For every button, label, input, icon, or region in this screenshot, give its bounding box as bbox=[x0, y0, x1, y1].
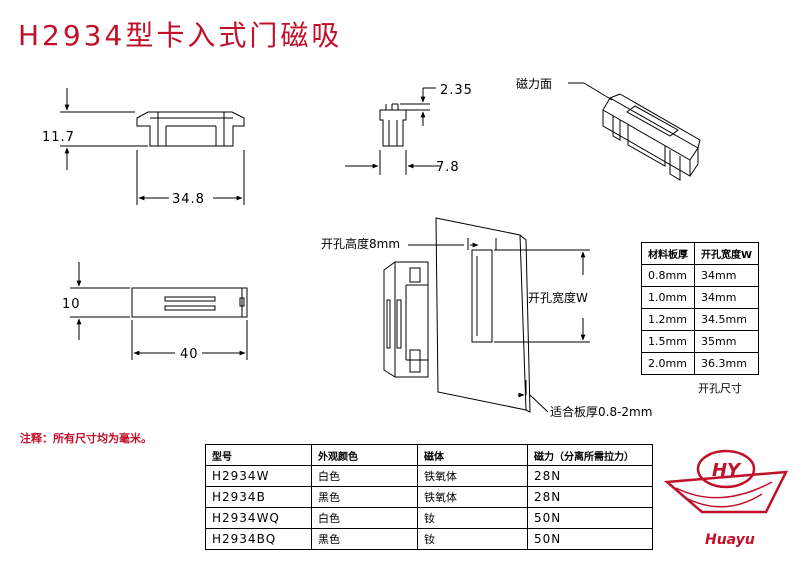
spec-table-header: 磁体 bbox=[417, 444, 528, 466]
table-cell: 黑色 bbox=[311, 486, 418, 508]
logo-emblem bbox=[663, 449, 789, 514]
table-cell: 白色 bbox=[311, 465, 418, 487]
table-cell: 28N bbox=[527, 486, 653, 508]
table-cell: 35mm bbox=[693, 330, 760, 353]
hole-size-table: 材料板厚 开孔宽度W 0.8mm 34mm 1.0mm 34mm 1.2mm 3… bbox=[641, 242, 760, 375]
table-cell: 1.2mm bbox=[641, 308, 695, 331]
table-row: 1.2mm 34.5mm bbox=[641, 308, 760, 331]
dim-front-height: 10 bbox=[62, 297, 81, 312]
table-cell: 2.0mm bbox=[641, 352, 695, 375]
side-view-drawing bbox=[345, 87, 440, 175]
table-row: 1.5mm 35mm bbox=[641, 330, 760, 353]
spec-table-header: 外观颜色 bbox=[311, 444, 418, 466]
hole-table-caption: 开孔尺寸 bbox=[698, 382, 742, 395]
table-cell: H2934BQ bbox=[205, 528, 312, 550]
spec-table: 型号 外观颜色 磁体 磁力（分离所需拉力） H2934W 白色 铁氧体 28N … bbox=[205, 444, 653, 550]
spec-table-header: 磁力（分离所需拉力） bbox=[527, 444, 653, 466]
table-cell: 0.8mm bbox=[641, 264, 695, 287]
table-row: H2934W 白色 铁氧体 28N bbox=[205, 465, 653, 487]
table-cell: 铁氧体 bbox=[417, 486, 528, 508]
table-cell: H2934B bbox=[205, 486, 312, 508]
table-cell: 白色 bbox=[311, 507, 418, 529]
dim-side-thickness: 2.35 bbox=[440, 83, 473, 98]
table-cell: 34.5mm bbox=[693, 308, 760, 331]
front-view-drawing bbox=[70, 262, 248, 360]
logo-name: Huayu bbox=[705, 532, 755, 548]
top-view-drawing bbox=[60, 88, 245, 205]
table-cell: 钕 bbox=[417, 528, 528, 550]
dim-side-width: 7.8 bbox=[436, 160, 460, 175]
logo-mark: HY bbox=[712, 460, 742, 481]
table-cell: 1.5mm bbox=[641, 330, 695, 353]
table-cell: 1.0mm bbox=[641, 286, 695, 309]
table-cell: H2934WQ bbox=[205, 507, 312, 529]
label-hole-height: 开孔高度8mm bbox=[321, 236, 400, 251]
label-magnetic-face: 磁力面 bbox=[516, 76, 552, 91]
spec-table-header: 型号 bbox=[205, 444, 312, 466]
table-row: 0.8mm 34mm bbox=[641, 264, 760, 287]
dim-top-height: 11.7 bbox=[42, 130, 75, 145]
units-note: 注释：所有尺寸均为毫米。 bbox=[20, 432, 152, 445]
table-cell: 钕 bbox=[417, 507, 528, 529]
page-title: H2934型卡入式门磁吸 bbox=[18, 19, 343, 52]
hole-table-header: 开孔宽度W bbox=[693, 242, 760, 265]
table-row: H2934BQ 黑色 钕 50N bbox=[205, 528, 653, 550]
table-cell: 28N bbox=[527, 465, 653, 487]
table-cell: 50N bbox=[527, 507, 653, 529]
table-cell: 黑色 bbox=[311, 528, 418, 550]
dim-front-width: 40 bbox=[180, 347, 199, 362]
label-hole-width: 开孔宽度W bbox=[528, 290, 588, 305]
dim-top-width: 34.8 bbox=[172, 192, 205, 207]
table-row: H2934B 黑色 铁氧体 28N bbox=[205, 486, 653, 508]
isometric-view-drawing bbox=[568, 82, 701, 181]
installation-view-drawing bbox=[383, 217, 590, 413]
table-cell: 34mm bbox=[693, 286, 760, 309]
table-cell: H2934W bbox=[205, 465, 312, 487]
table-row: 1.0mm 34mm bbox=[641, 286, 760, 309]
table-cell: 50N bbox=[527, 528, 653, 550]
table-cell: 34mm bbox=[693, 264, 760, 287]
hole-table-header: 材料板厚 bbox=[641, 242, 695, 265]
table-cell: 36.3mm bbox=[693, 352, 760, 375]
table-row: 2.0mm 36.3mm bbox=[641, 352, 760, 375]
table-row: H2934WQ 白色 钕 50N bbox=[205, 507, 653, 529]
table-cell: 铁氧体 bbox=[417, 465, 528, 487]
label-plate-thickness: 适合板厚0.8-2mm bbox=[550, 404, 652, 419]
